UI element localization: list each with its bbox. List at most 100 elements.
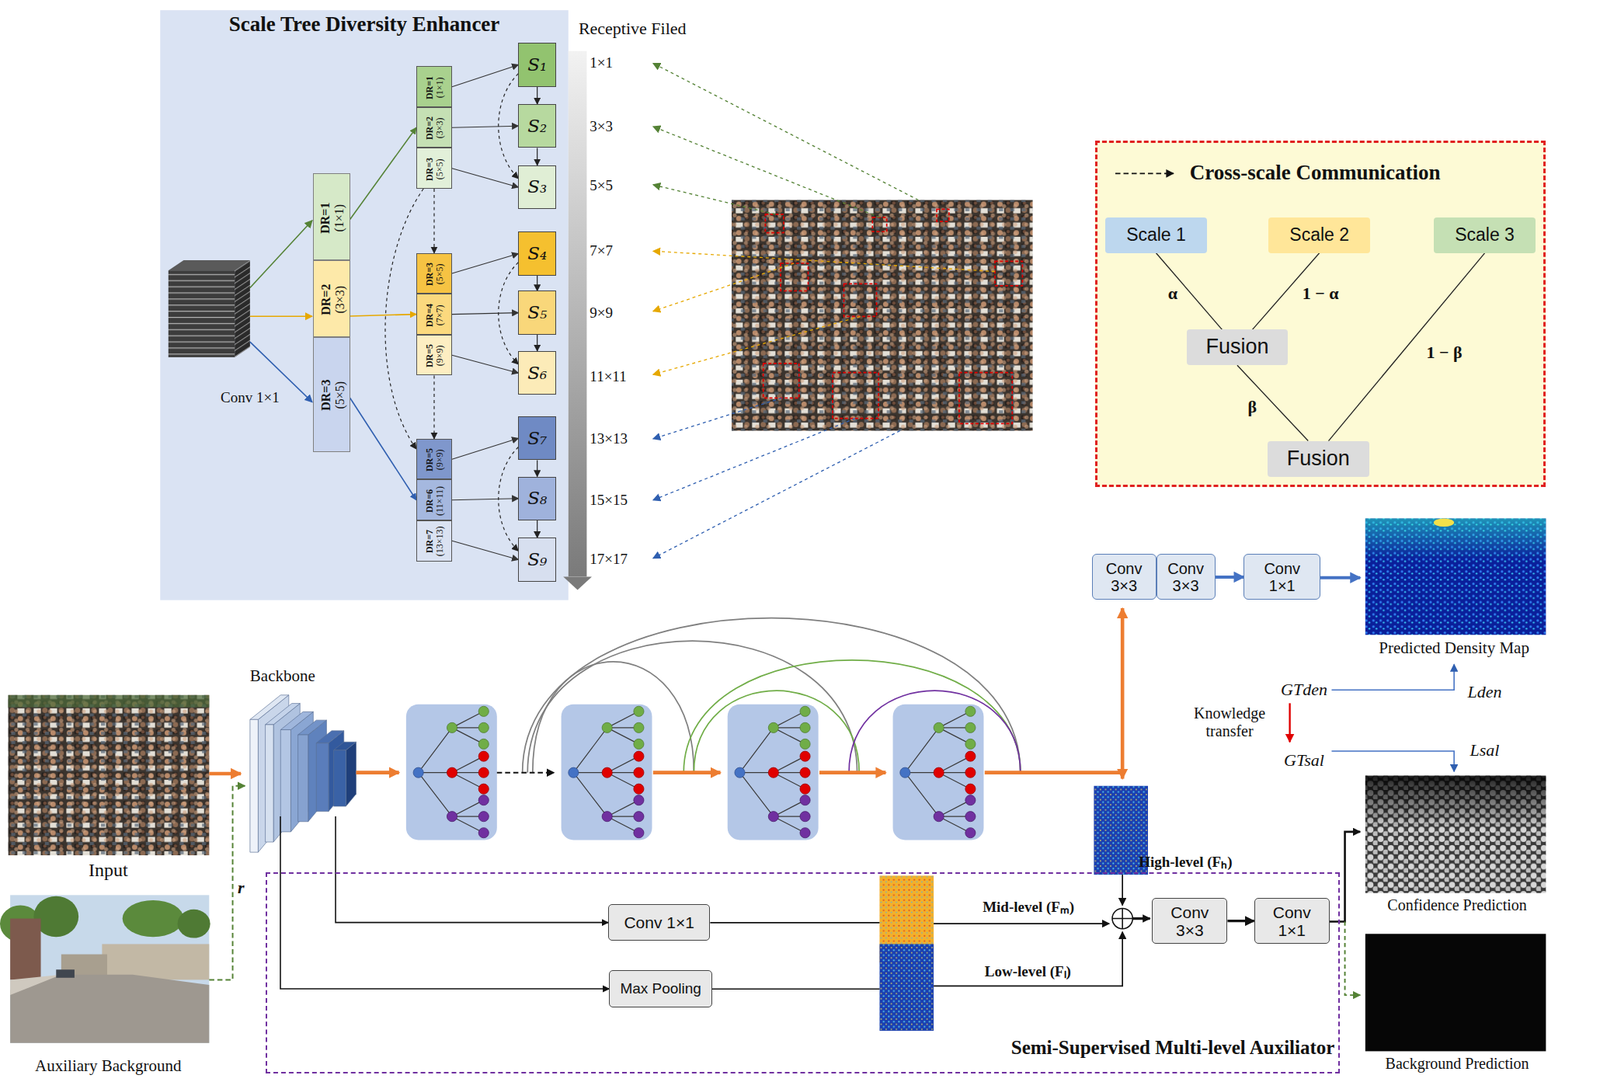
leader-line: [653, 397, 783, 439]
confidence-map: [1365, 775, 1547, 894]
box-text: Conv 1×1: [1263, 560, 1301, 595]
scale-box: S₈: [518, 476, 557, 521]
dilation-cell: DR=6(11×11): [416, 479, 453, 521]
box-text: S₃: [527, 177, 547, 197]
label: 15×15: [589, 491, 628, 509]
backbone-layers: [265, 724, 275, 842]
box-text: (3×3): [332, 285, 347, 314]
scale-region: [843, 283, 877, 317]
input-photo: [8, 695, 210, 856]
receptive-bar: [563, 51, 592, 591]
feature-cube: [168, 270, 235, 358]
loss-wire: [1331, 751, 1454, 772]
scale-box: S₆: [518, 351, 557, 395]
backbone-layers: [345, 741, 356, 807]
conv-box: Conv 1×1: [1254, 897, 1330, 944]
label: Conv 1×1: [220, 389, 280, 407]
leader-line: [653, 430, 901, 558]
scale-box: S₄: [518, 231, 557, 275]
leader-line: [653, 62, 995, 558]
crowd-image: [731, 200, 1034, 432]
branch-arrow: [250, 316, 313, 318]
connector: [1215, 575, 1245, 579]
label: 13×13: [589, 430, 628, 448]
scale-box: S₅: [518, 290, 557, 334]
backbone: Backbone: [247, 688, 356, 817]
label: Mid-level (Fₘ): [982, 898, 1075, 916]
rotated-text: DR=2(3×3): [313, 260, 351, 338]
connector: [536, 86, 538, 105]
aux-wire: [1121, 874, 1124, 905]
leader-line: [653, 316, 861, 375]
connector: [350, 314, 417, 317]
rotated-text: DR=5(9×9): [417, 335, 453, 377]
sum-symbol: [1112, 907, 1133, 929]
scale-region: [994, 260, 1023, 286]
edge-label: 1 − α: [1300, 284, 1341, 303]
communication-icon: [1115, 173, 1174, 174]
background-photo: [122, 900, 185, 937]
scale-region: [832, 372, 879, 419]
box-text: (5×5): [434, 264, 446, 286]
connector: [433, 375, 435, 439]
box-text: DR=2: [424, 116, 435, 140]
main-flow: [356, 770, 400, 775]
dilation-box: DR=1(1×1): [313, 173, 350, 261]
conv-box: Conv 3×3: [1151, 897, 1228, 944]
box-text: DR=2: [318, 283, 333, 315]
panel-title: Backbone: [250, 666, 316, 686]
box-text: Scale 3: [1454, 225, 1515, 245]
connector: [452, 313, 519, 315]
connector: [536, 520, 538, 538]
scale-input: Scale 2: [1268, 217, 1371, 254]
auxiliary-link: [208, 786, 245, 981]
aux-wire: [709, 831, 1360, 989]
connector: [1227, 919, 1254, 922]
label: 11×11: [589, 368, 627, 386]
main-flow: [208, 608, 1123, 779]
label: 1×1: [589, 55, 613, 73]
box-text: S₅: [527, 302, 547, 323]
label: 9×9: [589, 304, 613, 322]
box-text: DR=3: [318, 379, 333, 411]
edge-label-text: β: [1248, 396, 1258, 417]
panel-title: Scale Tree Diversity Enhancer: [229, 12, 501, 37]
label: Low-level (Fₗ): [984, 963, 1072, 981]
box-text: Conv 1×1: [623, 913, 694, 932]
background-photo: [177, 909, 211, 939]
label: Input: [88, 859, 129, 882]
connector: [1237, 365, 1308, 441]
box-text: DR=4: [424, 303, 435, 327]
fusion-box: Fusion: [1267, 441, 1370, 477]
main-flow: [497, 772, 555, 774]
box-text: Scale 2: [1289, 225, 1350, 245]
density-map: [1365, 518, 1547, 635]
box-text: S₈: [527, 488, 547, 508]
scale-box: S₂: [518, 104, 557, 148]
edge-label: 1 − β: [1425, 343, 1465, 362]
dilation-box: DR=2(3×3): [313, 260, 350, 338]
box-text: S₇: [527, 428, 547, 449]
panel-title: Semi-Supervised Multi-level Auxiliator: [1011, 1036, 1336, 1060]
box-text: (7×7): [434, 304, 446, 326]
background-photo: [55, 969, 75, 978]
box-text: (1×1): [332, 203, 347, 232]
box-text: S₄: [527, 243, 547, 264]
density-map: [1365, 518, 1547, 635]
rotated-text: DR=5(9×9): [417, 439, 453, 481]
edge-label: β: [1246, 397, 1260, 417]
conv-box: Conv 1×1: [1243, 553, 1321, 600]
label: Lden: [1467, 681, 1503, 702]
connector: [452, 438, 519, 460]
aux-wire: [1329, 831, 1360, 922]
conv-box: Conv 3×3: [1092, 553, 1157, 600]
scale-region: [959, 372, 1013, 425]
background-map: [1365, 933, 1547, 1051]
connector: [280, 816, 609, 989]
box-text: Fusion: [1286, 447, 1350, 471]
box-text: S₉: [527, 549, 547, 570]
connector: [1155, 253, 1222, 331]
connector: [536, 334, 538, 352]
tree-module: [727, 704, 819, 841]
